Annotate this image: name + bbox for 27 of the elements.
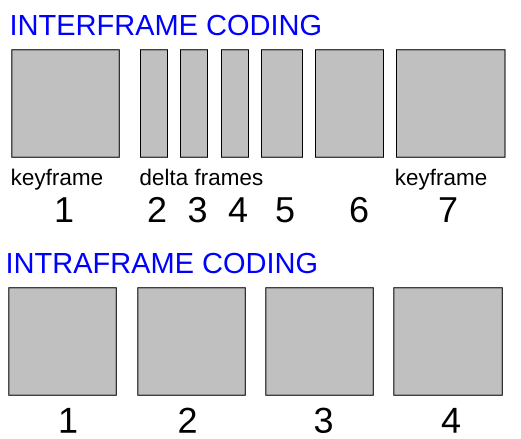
frame-box [11,49,120,158]
frame-box [180,49,208,158]
frame-box [261,49,303,158]
frame-number: 7 [440,197,456,222]
frame-number: 2 [148,196,166,222]
frame-number: 2 [179,408,196,433]
frame-number: 3 [188,196,206,222]
group-label: delta frames [140,168,262,186]
section-heading: INTERFRAME CODING [12,14,320,36]
frame-box [393,287,503,396]
frame-number: 4 [228,197,247,222]
frame-box [265,287,374,396]
frame-number: 1 [60,408,76,433]
frame-number: 3 [314,408,332,434]
frame-label: keyframe [12,168,102,190]
frame-box [8,287,117,396]
frame-box [315,49,384,158]
frame-number: 6 [350,196,368,222]
frame-number: 1 [56,197,72,222]
frame-number: 4 [442,408,460,433]
frame-box [137,287,246,396]
frame-number: 5 [276,197,294,222]
frame-label: keyframe [396,168,486,190]
frame-box [221,49,249,158]
frame-box [396,49,506,158]
section-heading: INTRAFRAME CODING [8,252,316,274]
frame-box [140,49,168,158]
